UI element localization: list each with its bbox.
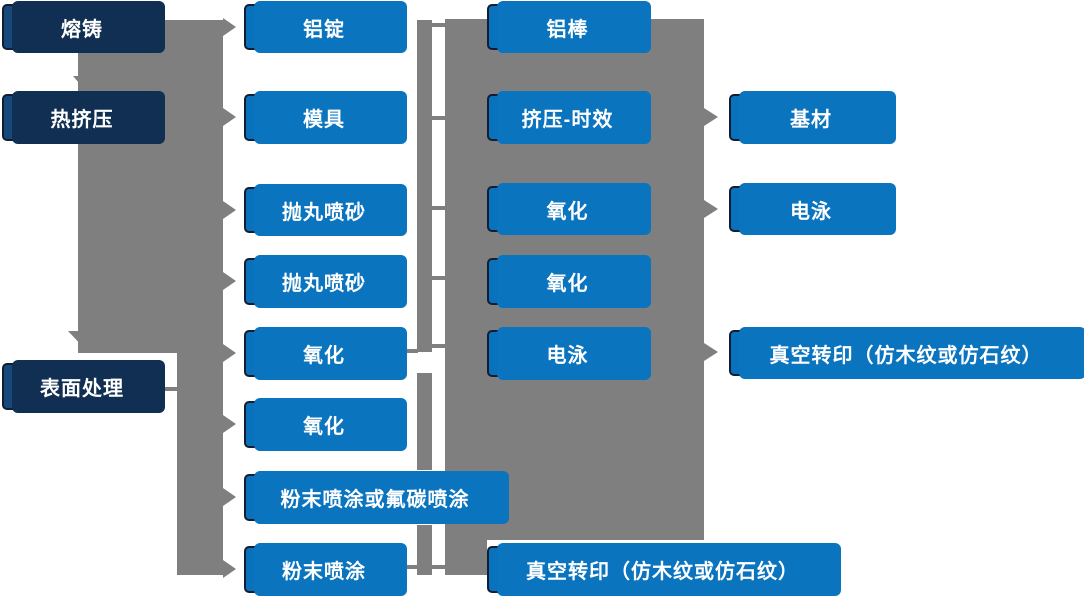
connector-bar-rail-segment-bottom	[417, 525, 432, 575]
node-jicai: 基材	[729, 91, 896, 144]
arrow-to-paowan-2-icon	[223, 272, 236, 290]
node-fenmo-futan: 粉末喷涂或氟碳喷涂	[244, 471, 509, 524]
node-rongzhu: 熔铸	[2, 1, 165, 53]
node-zhenkong-2: 真空转印（仿木纹或仿石纹）	[729, 327, 1084, 379]
node-paowanpensha-1: 抛丸喷砂	[244, 184, 407, 236]
node-dianyong-2: 电泳	[729, 183, 896, 235]
arrow-to-fenmo-futan-icon	[223, 488, 236, 506]
arrow-to-muju-icon	[223, 108, 236, 126]
connector-line-fenmo-to-block	[404, 565, 446, 569]
arrow-to-paowan-1-icon	[223, 201, 236, 219]
node-label: 熔铸	[61, 18, 103, 41]
node-label: 表面处理	[40, 378, 124, 400]
connector-bar-left-band-lower	[177, 353, 223, 575]
connector-bar-center-block-foot	[445, 525, 487, 575]
node-label: 粉末喷涂	[282, 561, 366, 583]
node-label: 真空转印（仿木纹或仿石纹）	[526, 561, 799, 583]
connector-line-yanghua-to-rail	[404, 349, 418, 353]
node-label: 电泳	[790, 200, 832, 223]
node-yanghua-3: 氧化	[487, 183, 651, 235]
node-dianyong-1: 电泳	[487, 327, 651, 380]
node-label: 热挤压	[50, 109, 114, 131]
arrow-to-dianyong-2-icon	[704, 200, 718, 218]
node-biaomianchuli: 表面处理	[2, 360, 165, 413]
arrow-to-biaomianchuli-icon	[68, 331, 100, 348]
node-label: 电泳	[546, 345, 589, 367]
node-jiya-shixiao: 挤压-时效	[487, 91, 651, 144]
arrow-to-fenmopentu-icon	[223, 560, 236, 578]
node-fenmopentu: 粉末喷涂	[244, 543, 407, 596]
node-yanghua-1: 氧化	[244, 327, 407, 380]
node-label: 抛丸喷砂	[282, 273, 366, 295]
node-label: 模具	[303, 109, 345, 131]
node-muju: 模具	[244, 91, 407, 144]
connector-bar-left-band-upper	[78, 20, 223, 353]
node-paowanpensha-2: 抛丸喷砂	[244, 255, 407, 308]
arrow-to-jicai-icon	[704, 108, 718, 126]
node-yanghua-4: 氧化	[487, 255, 651, 308]
node-rejiya: 热挤压	[2, 91, 165, 144]
node-label: 挤压-时效	[521, 109, 614, 131]
connector-bar-rail-segment-top	[417, 20, 432, 352]
node-label: 抛丸喷砂	[282, 201, 366, 224]
node-label: 铝棒	[546, 18, 589, 41]
arrow-to-rejiya-icon	[73, 76, 97, 90]
node-label: 氧化	[546, 200, 589, 223]
node-label: 粉末喷涂或氟碳喷涂	[280, 489, 470, 511]
node-label: 氧化	[303, 345, 345, 367]
node-label: 氧化	[546, 273, 589, 295]
node-label: 真空转印（仿木纹或仿石纹）	[769, 344, 1043, 367]
arrow-to-yanghua-1-icon	[223, 344, 236, 362]
node-lvbang: 铝棒	[487, 1, 651, 53]
arrow-to-yanghua-2-icon	[223, 415, 236, 433]
connector-line-biaomianchuli-to-band	[162, 387, 178, 391]
connector-line-rail-to-block-4	[432, 276, 446, 280]
connector-line-rail-to-block-1	[432, 23, 446, 27]
node-lvding: 铝锭	[244, 1, 407, 53]
connector-bar-rail-segment-middle	[417, 373, 432, 470]
arrow-to-zhenkong-2-icon	[704, 343, 718, 361]
node-zhenkong-1: 真空转印（仿木纹或仿石纹）	[487, 543, 841, 596]
connector-line-rail-to-block-3	[432, 206, 446, 210]
node-yanghua-2: 氧化	[244, 398, 407, 451]
connector-line-rail-to-block-5	[432, 344, 446, 348]
node-label: 氧化	[303, 416, 345, 438]
arrow-to-lvding-icon	[223, 18, 236, 36]
node-label: 基材	[790, 109, 832, 131]
node-label: 铝锭	[303, 18, 345, 41]
connector-line-rail-to-block-2	[432, 116, 446, 120]
